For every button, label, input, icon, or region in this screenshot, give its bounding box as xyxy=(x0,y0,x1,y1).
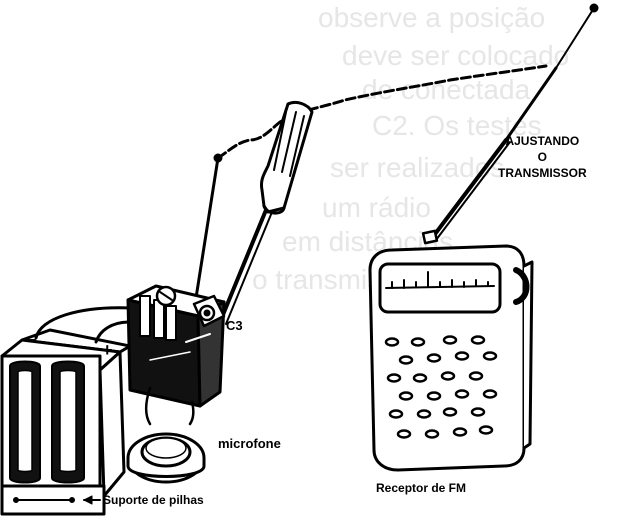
battery-wire-positive xyxy=(94,320,132,344)
ajustando-label-line2: O xyxy=(537,150,547,164)
ajustando-label-line3: TRANSMISSOR xyxy=(498,166,587,180)
speaker-grille xyxy=(384,335,498,439)
screwdriver xyxy=(218,100,314,325)
coupling-wire xyxy=(216,64,548,160)
battery-holder xyxy=(0,328,132,516)
c3-label: C3 xyxy=(226,318,243,333)
microphone xyxy=(126,432,206,484)
ajustando-label-line1: AJUSTANDO xyxy=(505,134,580,148)
receptor-label: Receptor de FM xyxy=(376,481,467,495)
ajustando-label: AJUSTANDO O TRANSMISSOR xyxy=(498,133,587,181)
antenna-tip xyxy=(213,153,223,163)
microfone-label: microfone xyxy=(218,436,281,451)
radio-antenna xyxy=(421,3,599,245)
battery-positive-sign: + xyxy=(102,340,113,360)
microphone-wire-right xyxy=(188,400,195,426)
suporte-label: Suporte de pilhas xyxy=(103,493,204,507)
battery-wire-negative xyxy=(34,306,132,340)
battery-negative-sign: − xyxy=(26,330,37,350)
transmitter-board xyxy=(126,284,226,408)
microphone-wire-left xyxy=(145,386,152,426)
transmitter-antenna xyxy=(194,156,220,300)
fm-receiver xyxy=(368,244,534,472)
